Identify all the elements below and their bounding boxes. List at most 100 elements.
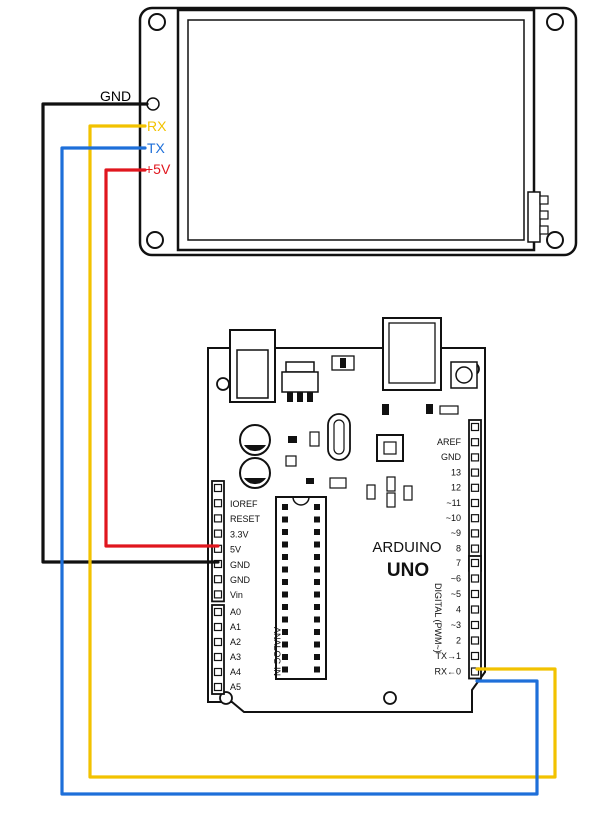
analog-pin-label: A3 bbox=[230, 652, 241, 662]
digital-pin-label: ~10 bbox=[446, 513, 461, 523]
wire-5v bbox=[104, 168, 220, 548]
usb-inner bbox=[388, 322, 436, 384]
power-header bbox=[211, 480, 225, 603]
chip-pin bbox=[314, 504, 320, 510]
chip-pin bbox=[282, 541, 288, 548]
resistor bbox=[386, 492, 396, 508]
header-pin bbox=[213, 622, 223, 632]
resistor bbox=[403, 485, 413, 501]
header-pin bbox=[470, 498, 480, 508]
digital-pin-label: 13 bbox=[451, 467, 461, 477]
power-pin-label: Vin bbox=[230, 590, 243, 600]
digital-pin-label: ~5 bbox=[451, 589, 461, 599]
chip-pin bbox=[314, 629, 320, 635]
smd-part bbox=[285, 455, 297, 467]
chip-pin bbox=[314, 616, 320, 623]
digital-pin-label: 8 bbox=[456, 543, 461, 553]
power-pin-label: GND bbox=[230, 560, 251, 570]
chip-pins bbox=[282, 504, 320, 673]
digital-pin-label: 7 bbox=[456, 558, 461, 568]
connector-pin bbox=[539, 210, 549, 220]
smd-part bbox=[382, 404, 389, 415]
header-pin bbox=[470, 605, 480, 614]
wires bbox=[41, 102, 557, 796]
header-pin bbox=[213, 499, 223, 508]
digital-pwm-title: DIGITAL (PWM~) bbox=[433, 583, 443, 653]
chip-pin bbox=[314, 591, 320, 598]
led-array bbox=[439, 405, 459, 415]
chip-pin bbox=[282, 616, 288, 623]
mount-hole bbox=[146, 231, 164, 249]
analog-pin-label: A5 bbox=[230, 682, 241, 692]
chip-pin bbox=[282, 629, 288, 635]
digital-header-bottom bbox=[468, 555, 482, 680]
chip-pin bbox=[314, 566, 320, 573]
side-connector bbox=[527, 191, 541, 243]
power-pin-label: 3.3V bbox=[230, 529, 249, 539]
power-pin-label: RESET bbox=[230, 514, 261, 524]
header-pin bbox=[470, 574, 480, 583]
usb-chip-die bbox=[383, 441, 397, 455]
digital-pin-label: ~11 bbox=[446, 498, 461, 508]
chip-pin bbox=[282, 654, 288, 660]
digital-pin-label: 12 bbox=[451, 483, 461, 493]
chip-pin bbox=[314, 666, 320, 673]
board-name-line2: UNO bbox=[387, 560, 429, 581]
wire-gnd bbox=[41, 102, 220, 564]
connector-pin bbox=[539, 225, 549, 235]
header-pin bbox=[213, 682, 223, 692]
digital-pin-label: RX←0 bbox=[434, 667, 461, 677]
wire-rx bbox=[88, 124, 557, 779]
header-pin bbox=[213, 575, 223, 584]
gnd-pad bbox=[146, 97, 160, 111]
chip-pin bbox=[314, 604, 320, 610]
header-pin bbox=[470, 438, 480, 447]
analog-pin-label: A4 bbox=[230, 667, 241, 677]
power-pin-label: IOREF bbox=[230, 499, 258, 509]
digital-pin-label: GND bbox=[441, 452, 462, 462]
connector-pin bbox=[539, 195, 549, 205]
chip-pin bbox=[282, 516, 288, 523]
regulator-tab bbox=[285, 361, 315, 373]
header-pin bbox=[470, 667, 480, 676]
header-pin bbox=[470, 636, 480, 645]
reset-button-cap bbox=[455, 366, 473, 384]
chip-pin bbox=[314, 541, 320, 548]
header-pin bbox=[470, 558, 480, 568]
digital-pin-label: ~6 bbox=[451, 574, 461, 584]
analog-pin-label: A0 bbox=[230, 607, 241, 617]
header-pin bbox=[213, 637, 223, 647]
analog-pin-label: A1 bbox=[230, 622, 241, 632]
chip-pin bbox=[282, 504, 288, 510]
chip-pin bbox=[282, 604, 288, 610]
regulator-leg bbox=[307, 392, 313, 402]
header-pin bbox=[213, 652, 223, 662]
resistor bbox=[366, 484, 376, 500]
analog-pin-label: A2 bbox=[230, 637, 241, 647]
header-pin bbox=[213, 590, 223, 599]
fuse-body bbox=[340, 358, 346, 368]
wire-tx bbox=[60, 146, 539, 796]
digital-pin-label: 4 bbox=[456, 605, 461, 615]
mount-hole bbox=[546, 13, 564, 31]
display-pin-rx-label: RX bbox=[147, 118, 167, 134]
arduino-board bbox=[207, 317, 486, 713]
chip-pin bbox=[314, 641, 320, 648]
capacitor-mark bbox=[244, 478, 266, 485]
voltage-regulator bbox=[281, 371, 319, 393]
smd-part bbox=[309, 431, 320, 447]
header-pin bbox=[213, 529, 223, 538]
header-pin bbox=[213, 514, 223, 523]
smd-part bbox=[288, 436, 297, 443]
chip-pin bbox=[282, 591, 288, 598]
chip-pin bbox=[314, 529, 320, 535]
chip-pin bbox=[282, 579, 288, 585]
capacitor-mark bbox=[244, 445, 266, 452]
mount-hole bbox=[148, 13, 166, 31]
display-pin-5v-label: +5V bbox=[145, 161, 171, 177]
header-pin bbox=[470, 468, 480, 477]
resistor bbox=[386, 476, 396, 492]
mount-hole bbox=[546, 231, 564, 249]
